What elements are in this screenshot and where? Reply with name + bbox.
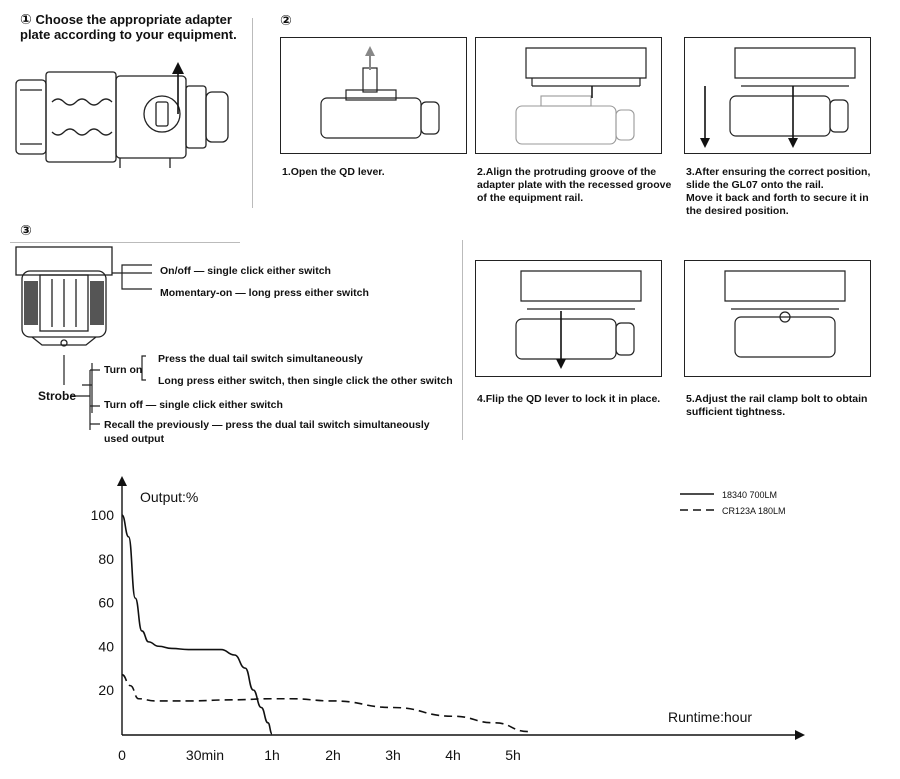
x-tick-label: 2h [325, 747, 341, 763]
qd-lever-open-illustration [320, 46, 440, 139]
x-axis-title: Runtime:hour [668, 709, 752, 725]
step2-panel-1 [280, 37, 467, 154]
y-tick-label: 20 [98, 682, 114, 698]
x-tick-label: 30min [186, 747, 224, 763]
step2-panel-4 [475, 260, 662, 377]
step2-panel-2 [475, 37, 662, 154]
momentary-instruction: Momentary-on — long press either switch [160, 287, 369, 299]
align-groove-illustration [515, 47, 647, 145]
step2-caption-4: 4.Flip the QD lever to lock it in place. [477, 393, 661, 405]
flip-qd-lever-illustration [515, 270, 642, 369]
y-tick-label: 100 [91, 507, 115, 523]
tail-switch-illustration [15, 246, 152, 413]
x-tick-label: 0 [118, 747, 126, 763]
step1-marker: ① [20, 11, 32, 27]
step2-panel-3 [684, 37, 871, 154]
divider [462, 240, 463, 440]
divider [10, 242, 240, 243]
x-tick-label: 3h [385, 747, 401, 763]
y-axis-title: Output:% [140, 489, 198, 505]
turn-on-option-a: Press the dual tail switch simultaneousl… [158, 353, 363, 365]
y-tick-label: 80 [98, 551, 114, 567]
clamp-bolt-illustration [724, 270, 846, 358]
series-line-18340 [121, 514, 273, 735]
x-tick-label: 1h [264, 747, 280, 763]
light-adapter-illustration [15, 62, 229, 168]
x-tick-label: 4h [445, 747, 461, 763]
step2-caption-1: 1.Open the QD lever. [282, 166, 385, 178]
turn-on-label: Turn on [104, 364, 143, 376]
step1-title: ① Choose the appropriate adapter plate a… [20, 11, 260, 43]
series-line-cr123a [121, 673, 529, 733]
step3-marker: ③ [20, 222, 32, 238]
step2-caption-2: 2.Align the protruding groove of the ada… [477, 166, 672, 204]
turn-off-instruction: Turn off — single click either switch [104, 399, 283, 411]
y-tick-label: 40 [98, 638, 114, 654]
mode-bracket-lines [70, 355, 146, 430]
recall-instruction: Recall the previously — press the dual t… [104, 419, 430, 445]
step2-marker: ② [280, 12, 292, 28]
y-tick-label: 60 [98, 595, 114, 611]
turn-on-option-b: Long press either switch, then single cl… [158, 375, 453, 387]
step2-panel-5 [684, 260, 871, 377]
legend-label: CR123A 180LM [722, 506, 786, 516]
slide-onto-rail-illustration [700, 47, 856, 148]
strobe-label: Strobe [38, 389, 77, 403]
legend-label: 18340 700LM [722, 490, 777, 500]
divider [252, 18, 253, 208]
x-axis-arrow [795, 730, 805, 740]
x-tick-label: 5h [505, 747, 521, 763]
step1-text: Choose the appropriate adapter plate acc… [20, 12, 237, 42]
runtime-chart: Output:% Runtime:hour 100 80 60 40 20 0 30min… [91, 476, 805, 763]
step2-caption-3: 3.After ensuring the correct position, s… [686, 166, 871, 217]
step2-caption-5: 5.Adjust the rail clamp bolt to obtain s… [686, 393, 868, 418]
y-axis-arrow [117, 476, 127, 486]
on-off-instruction: On/off — single click either switch [160, 265, 331, 277]
